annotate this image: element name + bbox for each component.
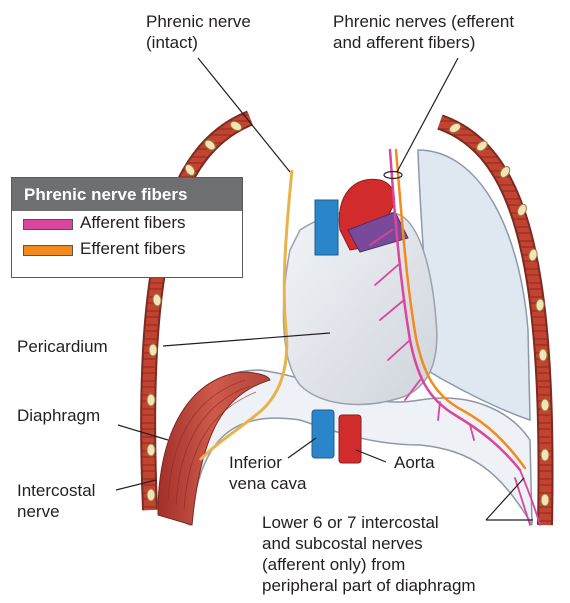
efferent-swatch xyxy=(23,245,73,256)
legend-item-afferent: Afferent fibers xyxy=(12,211,242,237)
legend-label-afferent: Afferent fibers xyxy=(80,213,186,233)
label-aorta: Aorta xyxy=(394,452,435,473)
legend-item-efferent: Efferent fibers xyxy=(12,237,242,263)
label-phrenic-nerves-efferent-afferent: Phrenic nerves (efferent and afferent fi… xyxy=(333,11,514,53)
legend-title: Phrenic nerve fibers xyxy=(12,178,242,211)
legend-label-efferent: Efferent fibers xyxy=(80,239,186,259)
legend: Phrenic nerve fibers Afferent fibers Eff… xyxy=(11,177,243,278)
afferent-swatch xyxy=(23,219,73,230)
label-pericardium: Pericardium xyxy=(17,336,108,357)
label-phrenic-nerve-intact: Phrenic nerve (intact) xyxy=(146,11,251,53)
label-inferior-vena-cava: Inferior vena cava xyxy=(229,452,307,494)
label-intercostal-nerve: Intercostal nerve xyxy=(17,480,95,522)
label-lower-intercostal-nerves: Lower 6 or 7 intercostal and subcostal n… xyxy=(262,512,476,596)
label-diaphragm: Diaphragm xyxy=(17,405,100,426)
